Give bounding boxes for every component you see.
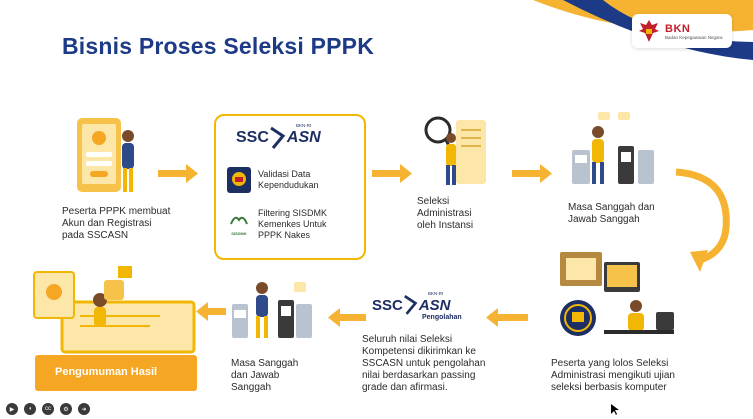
- arrow-right-icon: [158, 164, 198, 183]
- logo-subtitle: Badan Kepegawaian Negara: [665, 34, 723, 40]
- player-controls: ▶ ◖ cc ⚙ ➜: [6, 403, 90, 415]
- cursor-icon: [611, 404, 619, 415]
- arrow-right-icon: [512, 164, 552, 183]
- settings-icon[interactable]: ⚙: [60, 403, 72, 415]
- page-title: Bisnis Proses Seleksi PPPK: [62, 33, 375, 59]
- sscasn-processing-logo: SSC ASN BKN-RI Pengolahan: [372, 291, 462, 321]
- captions-icon[interactable]: cc: [42, 403, 54, 415]
- logo-name: BKN: [665, 22, 691, 35]
- curved-arrow-icon: [675, 168, 730, 272]
- sscasn-logo-icon: SSC ASN BKN-RI: [236, 123, 321, 150]
- play-icon[interactable]: ▶: [6, 403, 18, 415]
- garuda-emblem-icon: [639, 20, 659, 42]
- volume-icon[interactable]: ◖: [24, 403, 36, 415]
- arrow-left-icon: [196, 302, 226, 321]
- announcement-label: Pengumuman Hasil: [55, 366, 158, 378]
- objection-illustration-1: [572, 112, 654, 184]
- arrow-right-icon: [372, 164, 412, 183]
- announcement-illustration: [33, 266, 196, 354]
- announcement-banner: Pengumuman Hasil: [35, 355, 197, 391]
- next-icon[interactable]: ➜: [78, 403, 90, 415]
- sscasn-swoosh-icon: [270, 126, 286, 149]
- sisdmk-logo-icon: SISDMK: [226, 213, 252, 236]
- arrow-left-icon: [486, 308, 528, 327]
- sscasn-swoosh-icon: [403, 295, 418, 315]
- admin-selection-illustration: [424, 116, 486, 185]
- cbt-exam-illustration: [560, 252, 674, 336]
- bkn-logo: BKN Badan Kepegawaian Negara: [632, 14, 732, 48]
- dukcapil-emblem-icon: [227, 167, 251, 193]
- registration-illustration: [77, 118, 134, 192]
- arrow-left-icon: [328, 308, 366, 327]
- objection-illustration-2: [232, 282, 312, 338]
